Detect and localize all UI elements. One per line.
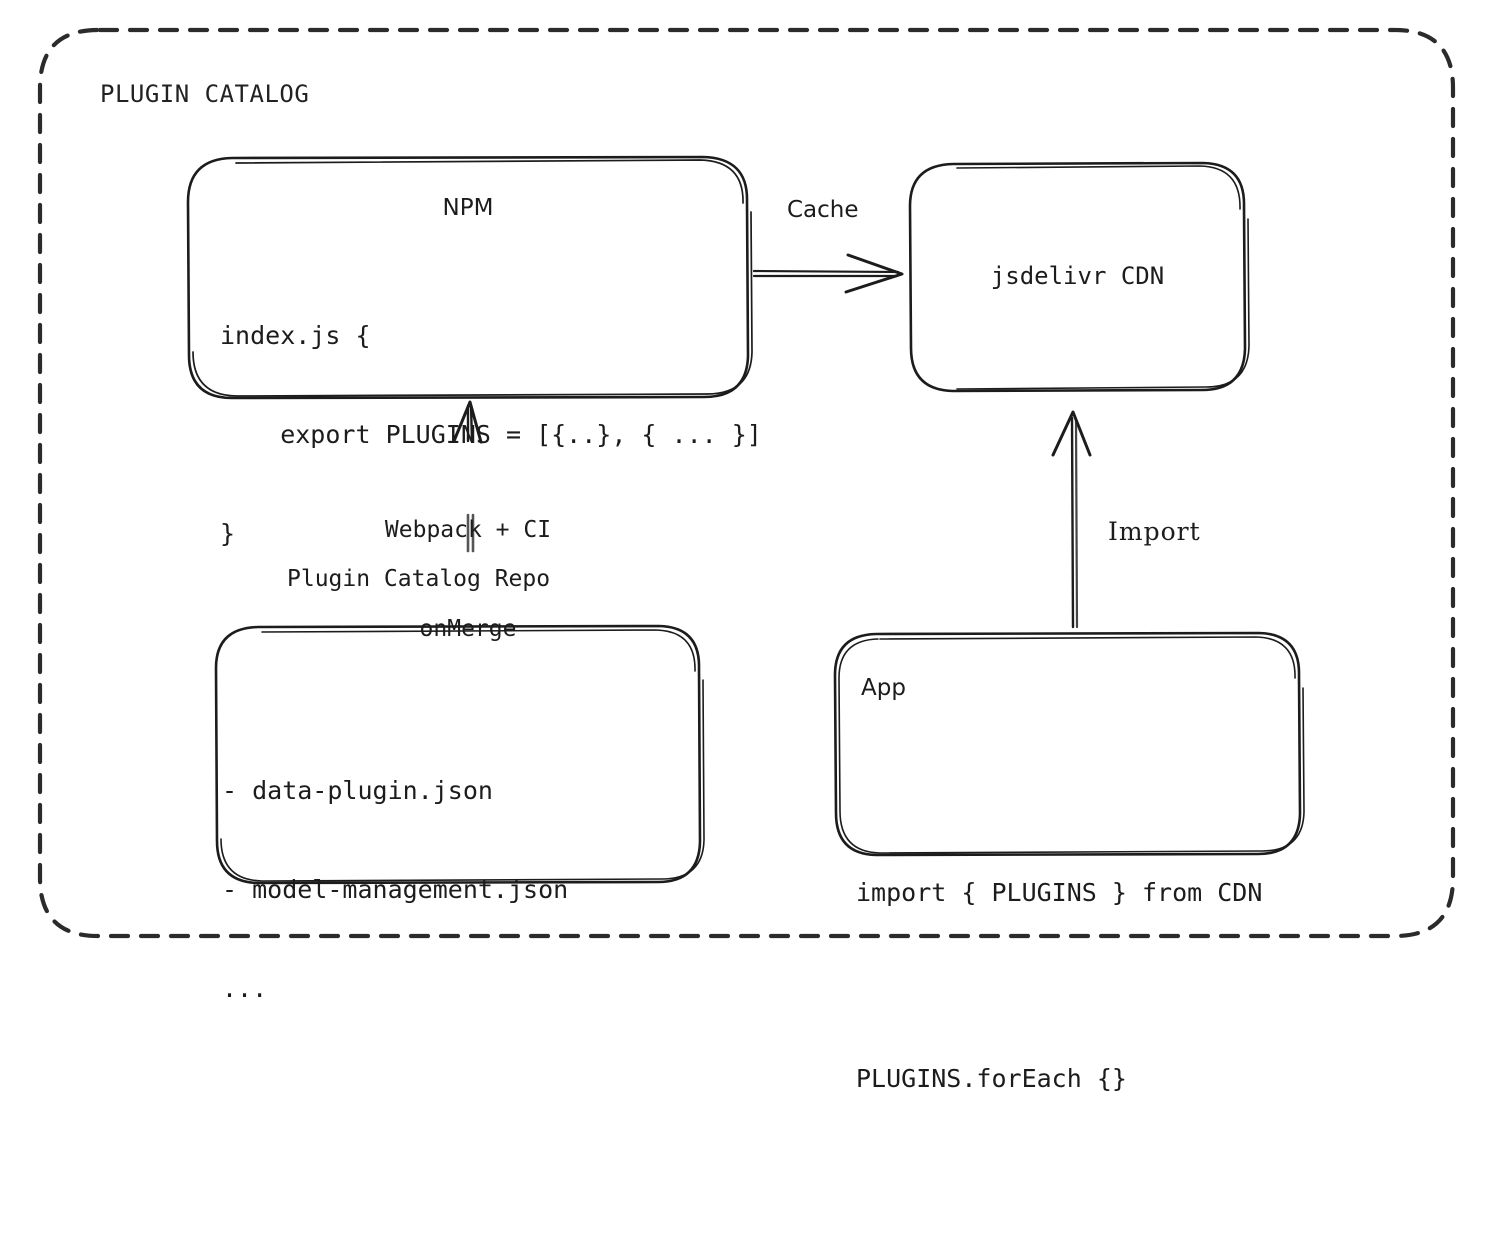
cdn-node-title: jsdelivr CDN bbox=[990, 262, 1165, 290]
app-code-line: PLUGINS.forEach {} bbox=[856, 1064, 1127, 1093]
npm-code-line: export PLUGINS = [{..}, { ... }] bbox=[220, 420, 762, 449]
import-arrow bbox=[1051, 410, 1092, 629]
app-code-line: import { PLUGINS } from CDN bbox=[856, 878, 1263, 907]
build-edge-label-line1: Webpack + CI bbox=[384, 517, 552, 543]
repo-file-item: ... bbox=[222, 974, 268, 1003]
repo-node-caption: Plugin Catalog Repo bbox=[287, 566, 551, 592]
cache-edge-label: Cache bbox=[787, 197, 859, 223]
build-edge-label-line2: onMerge bbox=[419, 616, 517, 642]
diagram-canvas: PLUGIN CATALOG NPM index.js { export PLU… bbox=[37, 27, 1456, 1093]
repo-file-list: - data-plugin.json - model-management.js… bbox=[222, 708, 568, 1071]
app-node-title: App bbox=[861, 675, 906, 701]
npm-code-line: index.js { bbox=[220, 321, 371, 350]
page-title: PLUGIN CATALOG bbox=[100, 80, 310, 108]
npm-code-line: } bbox=[220, 519, 236, 548]
npm-code-block: index.js { export PLUGINS = [{..}, { ...… bbox=[220, 253, 762, 616]
app-code-block: import { PLUGINS } from CDN PLUGINS.forE… bbox=[856, 738, 1262, 1234]
import-edge-label: Import bbox=[1108, 517, 1201, 546]
repo-file-item: - data-plugin.json bbox=[222, 776, 493, 805]
build-edge-label: Webpack + CI onMerge bbox=[368, 448, 568, 712]
cache-arrow bbox=[752, 253, 904, 294]
repo-file-item: - model-management.json bbox=[222, 875, 569, 904]
npm-node-title: NPM bbox=[442, 195, 494, 221]
